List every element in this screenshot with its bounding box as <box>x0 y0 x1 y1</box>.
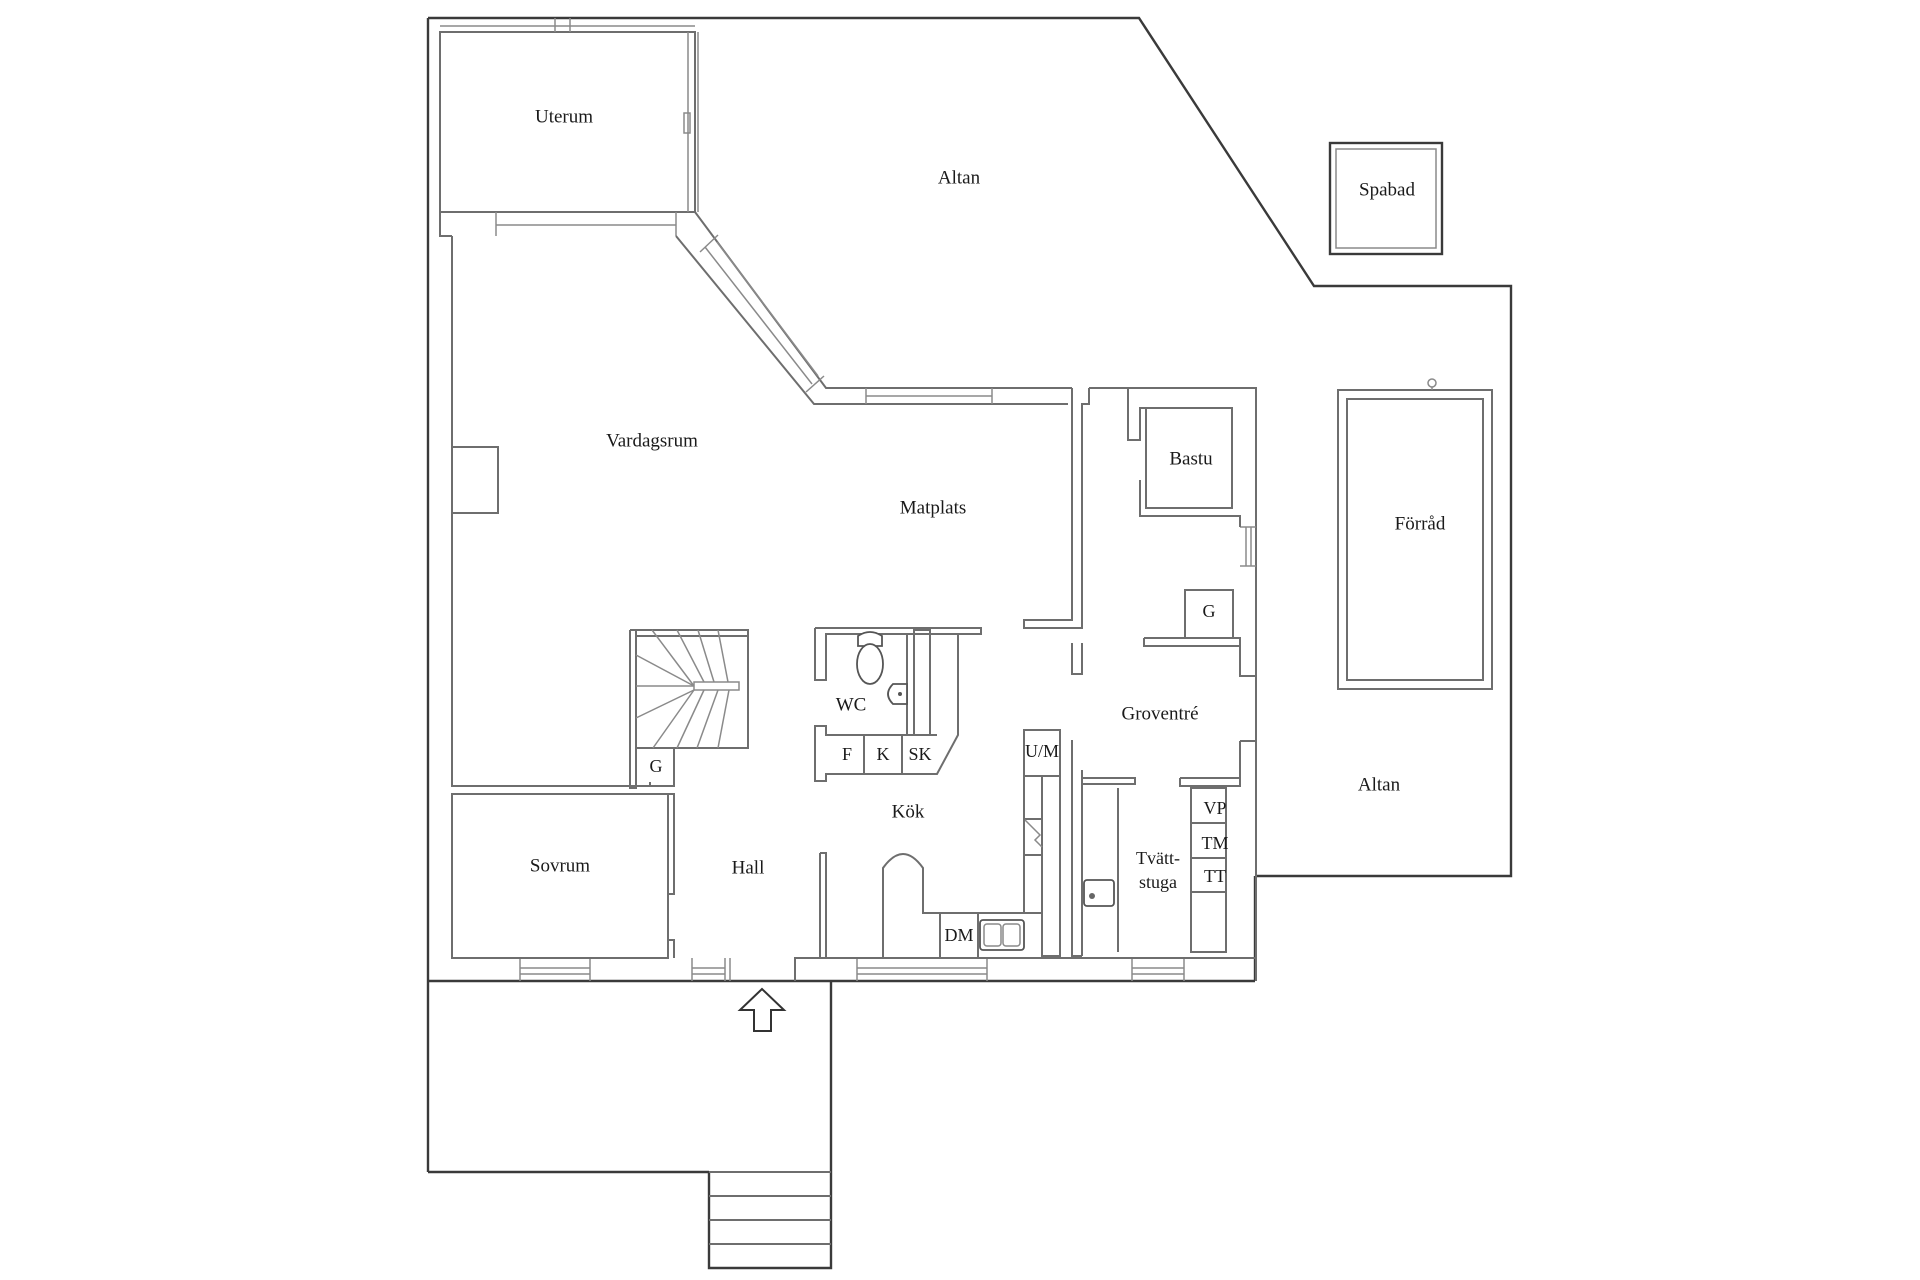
label-tvattstuga-2: stuga <box>1139 872 1177 892</box>
kitchen-fixtures <box>882 729 1061 959</box>
label-tt: TT <box>1204 866 1226 886</box>
house-walls <box>439 211 1257 981</box>
label-matplats: Matplats <box>900 497 967 518</box>
room-labels: Uterum Altan Spabad Vardagsrum Matplats … <box>530 106 1446 945</box>
label-k: K <box>877 744 890 764</box>
label-altan-right: Altan <box>1358 774 1401 795</box>
entrance-arrow-icon <box>737 987 787 1032</box>
label-altan-top: Altan <box>938 167 981 188</box>
label-vardagsrum: Vardagsrum <box>606 430 698 451</box>
label-g-groventre: G <box>1203 601 1216 621</box>
label-f: F <box>842 744 852 764</box>
label-forrad: Förråd <box>1395 513 1446 534</box>
label-g-stairs: G <box>650 756 663 776</box>
laundry-fixtures <box>1083 787 1227 953</box>
label-um: U/M <box>1025 741 1059 761</box>
label-kok: Kök <box>892 801 925 822</box>
spabad <box>1328 141 1444 256</box>
label-groventre: Groventré <box>1121 703 1198 724</box>
uterum-room <box>439 18 699 236</box>
label-dm: DM <box>944 925 973 945</box>
label-wc: WC <box>836 694 867 715</box>
label-vp: VP <box>1203 798 1226 818</box>
site-outline <box>426 16 1513 1174</box>
label-sk: SK <box>908 744 931 764</box>
label-tvattstuga-1: Tvätt- <box>1136 848 1180 868</box>
wc-cabinet <box>913 629 931 736</box>
label-uterum: Uterum <box>535 106 593 127</box>
staircase-icon <box>635 629 749 749</box>
forrad <box>1337 378 1493 690</box>
label-spabad: Spabad <box>1359 179 1415 200</box>
label-bastu: Bastu <box>1169 448 1213 469</box>
label-hall: Hall <box>732 857 765 878</box>
fireplace-icon <box>451 446 499 514</box>
front-steps <box>707 1171 833 1270</box>
label-tm: TM <box>1202 833 1229 853</box>
interior-walls <box>451 388 1256 981</box>
washbasin-icon <box>887 683 908 705</box>
label-sovrum: Sovrum <box>530 855 590 876</box>
toilet-icon <box>856 631 884 685</box>
